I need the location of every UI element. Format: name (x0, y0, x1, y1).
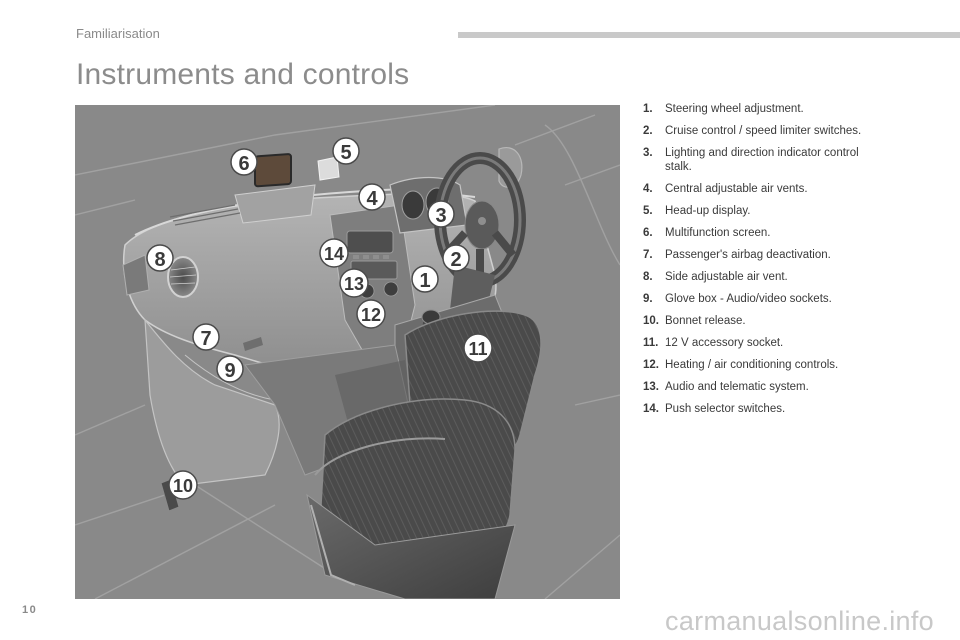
legend-item-text: Bonnet release. (665, 315, 746, 328)
legend-item-text: Steering wheel adjustment. (665, 103, 804, 115)
legend-item-number: 2. (643, 125, 653, 137)
legend-item-text: Cruise control / speed limiter switches. (665, 125, 862, 137)
callout-14: 14 (319, 238, 349, 268)
legend-item-number: 4. (643, 183, 653, 196)
svg-text:12: 12 (361, 305, 381, 325)
legend-item: 3. Lighting and direction indicator contr… (643, 146, 888, 175)
legend-item-number: 5. (643, 205, 653, 218)
callout-7: 7 (192, 323, 220, 351)
svg-text:14: 14 (324, 244, 344, 264)
legend-item: 1. Steering wheel adjustment. (643, 102, 888, 116)
legend-item: 13. Audio and telematic system. (643, 380, 888, 394)
page-number: 10 (22, 604, 38, 616)
callout-9: 9 (216, 355, 244, 383)
svg-text:4: 4 (366, 188, 378, 210)
callout-12: 12 (356, 299, 386, 329)
svg-text:8: 8 (154, 249, 165, 271)
callout-1: 1 (411, 265, 439, 293)
svg-text:9: 9 (224, 360, 235, 382)
legend-item: 11. 12 V accessory socket. (643, 336, 888, 350)
legend-item: 12. Heating / air conditioning controls. (643, 358, 888, 372)
legend-item-text: Multifunction screen. (665, 227, 771, 240)
svg-text:2: 2 (450, 249, 461, 271)
legend-item-text: Central adjustable air vents. (665, 183, 808, 196)
legend-item-number: 3. (643, 147, 653, 159)
legend-item: 14. Push selector switches. (643, 402, 888, 416)
legend-item-text: Lighting and direction indicator control… (665, 147, 859, 174)
legend-item: 5. Head-up display. (643, 204, 888, 218)
callout-13: 13 (339, 268, 369, 298)
watermark: carmanualsonline.info (665, 606, 934, 636)
legend-item-number: 11. (643, 337, 659, 350)
svg-text:7: 7 (200, 328, 211, 350)
legend-item-number: 1. (643, 103, 653, 115)
legend-item-text: Push selector switches. (665, 403, 786, 416)
legend-item-number: 6. (643, 227, 653, 240)
callout-10: 10 (168, 470, 198, 500)
controls-legend: 1. Steering wheel adjustment. 2. Cruise co… (643, 102, 888, 424)
legend-item: 6. Multifunction screen. (643, 226, 888, 240)
legend-item-text: Glove box - Audio/video sockets. (665, 293, 832, 306)
legend-item-text: Passenger's airbag deactivation. (665, 249, 831, 262)
section-label: Familiarisation (76, 26, 160, 41)
legend-item: 9. Glove box - Audio/video sockets. (643, 292, 888, 306)
svg-text:3: 3 (435, 205, 446, 227)
cockpit-illustration: 1 2 3 4 5 6 7 (75, 105, 620, 599)
legend-item: 4. Central adjustable air vents. (643, 182, 888, 196)
legend-item-number: 9. (643, 293, 653, 306)
callout-3: 3 (427, 200, 455, 228)
callout-8: 8 (146, 244, 174, 272)
legend-item: 10. Bonnet release. (643, 314, 888, 328)
legend-item-number: 8. (643, 271, 653, 284)
page-title: Instruments and controls (76, 58, 410, 91)
svg-text:5: 5 (340, 142, 351, 164)
svg-text:6: 6 (238, 153, 249, 175)
legend-item-number: 14. (643, 403, 659, 416)
legend-item-number: 7. (643, 249, 653, 262)
callout-5: 5 (332, 137, 360, 165)
legend-item-number: 10. (643, 315, 659, 328)
callout-2: 2 (442, 244, 470, 272)
svg-text:13: 13 (344, 274, 364, 294)
legend-item-text: Head-up display. (665, 205, 751, 218)
svg-text:1: 1 (419, 270, 430, 292)
svg-text:10: 10 (173, 476, 193, 496)
legend-item-text: Side adjustable air vent. (665, 271, 788, 284)
legend-item-number: 12. (643, 359, 659, 372)
section-rule (458, 32, 960, 38)
legend-item-number: 13. (643, 381, 659, 394)
callout-6: 6 (230, 148, 258, 176)
svg-text:11: 11 (468, 339, 487, 359)
legend-item: 7. Passenger's airbag deactivation. (643, 248, 888, 262)
legend-item: 8. Side adjustable air vent. (643, 270, 888, 284)
callout-4: 4 (358, 183, 386, 211)
legend-item-text: Audio and telematic system. (665, 381, 809, 394)
legend-item: 2. Cruise control / speed limiter switche… (643, 124, 888, 138)
callout-11: 11 (463, 333, 493, 363)
legend-item-text: Heating / air conditioning controls. (665, 359, 839, 372)
legend-item-text: 12 V accessory socket. (665, 337, 784, 350)
